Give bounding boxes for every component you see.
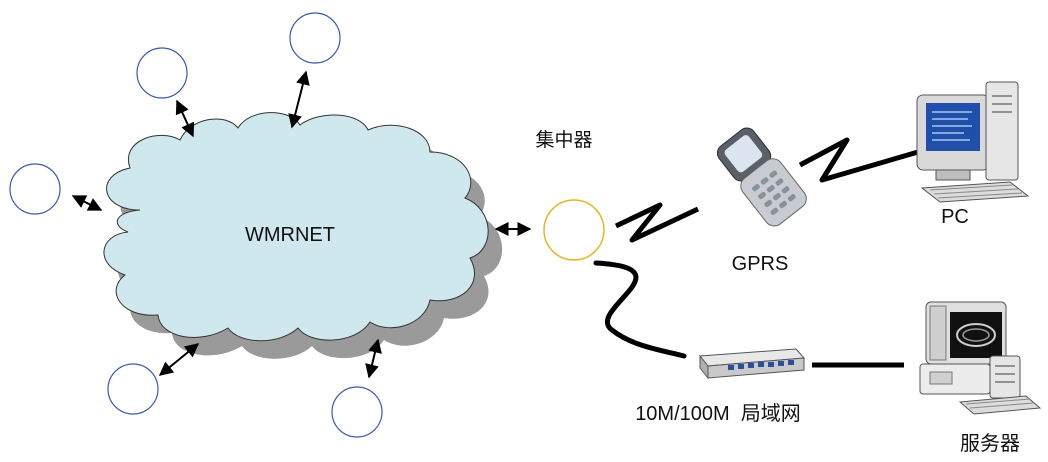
cloud-label: WMRNET [245, 224, 335, 246]
arrow [365, 338, 382, 379]
gprs-phone-icon [716, 127, 807, 227]
wmrnet-cloud: WMRNET [103, 112, 489, 342]
server-label: 服务器 [960, 432, 1020, 455]
pc-cable [798, 137, 919, 183]
meter-node [289, 12, 341, 64]
meter-node [9, 163, 61, 215]
arrow [288, 70, 310, 129]
link-arrows [71, 70, 532, 379]
arrow [71, 195, 103, 211]
concentrator-label: 集中器 [535, 129, 592, 151]
lan-label: 10M/100M 局域网 [635, 402, 801, 425]
meter-node [107, 363, 159, 415]
lan-cable [593, 260, 687, 359]
pc-icon [916, 81, 1030, 203]
arrow [175, 99, 195, 138]
meter-node [136, 47, 188, 99]
concentrator-node [543, 199, 605, 261]
gprs-cable [614, 202, 700, 243]
pc-label: PC [941, 206, 969, 228]
lan-switch-icon [699, 348, 806, 380]
arrow [158, 343, 200, 376]
gprs-label: GPRS [732, 253, 789, 275]
meter-node [331, 386, 383, 438]
server-icon [919, 301, 1042, 415]
